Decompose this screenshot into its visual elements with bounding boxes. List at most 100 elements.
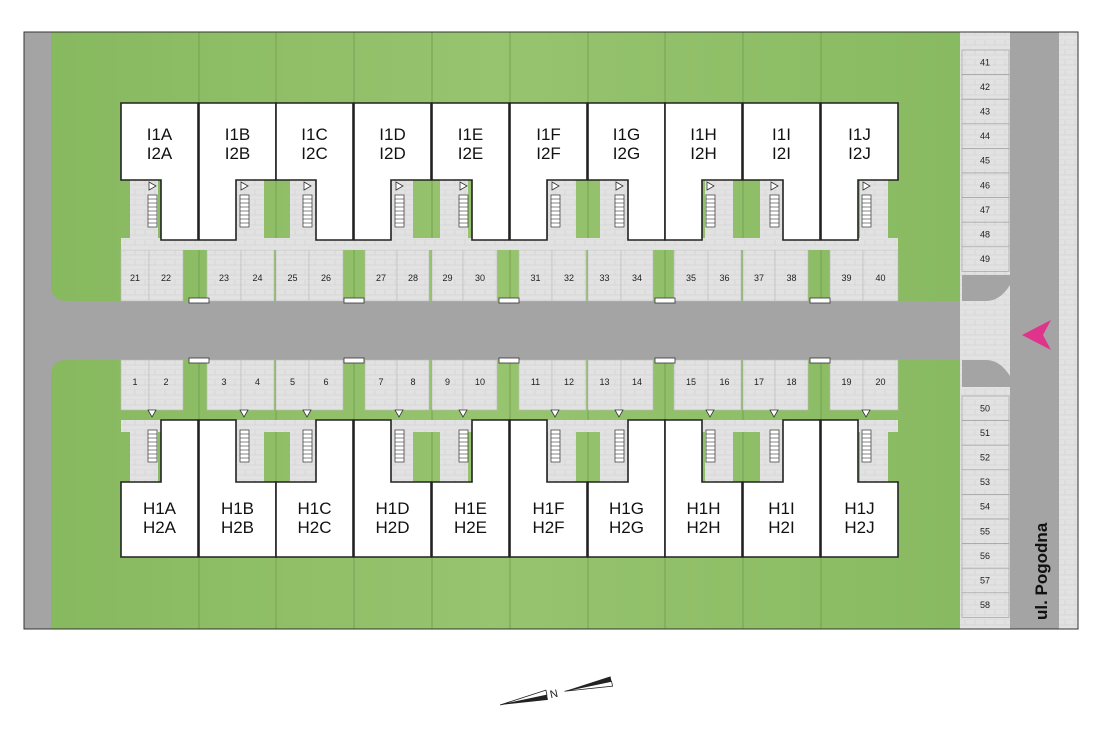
parking-spot: [396, 359, 430, 411]
unit-lower-label: H2A: [143, 518, 177, 537]
unit-upper-label: H1E: [454, 499, 487, 518]
north-arrow-icon: N: [499, 676, 614, 706]
unit-lower-label: H2E: [454, 518, 487, 537]
side-parking-spot: [961, 543, 1010, 569]
parking-spot: [120, 249, 150, 302]
stairs-icon: [769, 194, 780, 228]
parking-spot-number: 29: [442, 273, 452, 283]
side-parking-spot: [961, 74, 1010, 100]
stairs-icon: [394, 194, 405, 228]
side-parking-number: 50: [980, 403, 990, 413]
side-parking-number: 43: [980, 107, 990, 117]
side-parking-spot: [961, 395, 1010, 421]
parking-spot-number: 3: [221, 377, 226, 387]
side-parking-spot: [961, 592, 1010, 618]
parking-spot-number: 26: [321, 273, 331, 283]
door-triangle-icon: [551, 181, 560, 191]
side-parking-number: 42: [980, 82, 990, 92]
stairs-icon: [705, 429, 716, 463]
parking-spot-number: 15: [686, 377, 696, 387]
bin-enclosures: [188, 297, 831, 364]
parking-spot-number: 16: [719, 377, 729, 387]
parking-spot: [587, 249, 622, 302]
side-parking-spot: [961, 494, 1010, 520]
unit-upper-label: H1D: [375, 499, 409, 518]
unit-upper-label: H1I: [768, 499, 794, 518]
main-road: [51, 285, 1010, 376]
parking-spot: [308, 249, 344, 302]
parking-spot-number: 33: [599, 273, 609, 283]
door-triangle-icon: [148, 181, 157, 191]
parking-spot: [862, 359, 899, 411]
parking-spot: [518, 249, 553, 302]
bin-enclosure: [188, 297, 210, 304]
door-triangle-icon: [705, 409, 715, 418]
road-corner-top: [962, 275, 1010, 301]
unit-upper-label: I1G: [613, 125, 640, 144]
door-triangle-icon: [303, 181, 312, 191]
door-triangle-icon: [147, 409, 157, 418]
street-label: ul. Pogodna: [1032, 522, 1051, 620]
unit-lower-label: I2H: [690, 144, 716, 163]
parking-spot: [742, 359, 776, 411]
stairs-icon: [550, 194, 561, 228]
door-triangle-icon: [458, 409, 468, 418]
door-triangle-icon: [395, 181, 404, 191]
north-label: N: [549, 688, 559, 701]
parking-spot-number: 2: [163, 377, 168, 387]
stairs-icon: [705, 194, 716, 228]
side-parking-number: 48: [980, 230, 990, 240]
stairs-icon: [302, 194, 313, 228]
side-parking-number: 55: [980, 526, 990, 536]
parking-spot: [774, 249, 809, 302]
unit-upper-label: H1C: [297, 499, 331, 518]
parking-spot-number: 25: [287, 273, 297, 283]
side-parking-spot: [961, 246, 1010, 272]
parking-spot: [364, 249, 398, 302]
pink-arrow-icon[interactable]: [1022, 320, 1051, 350]
unit-lower-label: I2C: [301, 144, 327, 163]
parking-spot: [148, 249, 184, 302]
stairs-icon: [769, 429, 780, 463]
stairs-icon: [394, 429, 405, 463]
parking-spot: [518, 359, 553, 411]
side-parking-number: 52: [980, 453, 990, 463]
left-road: [24, 32, 51, 629]
door-triangle-icon: [615, 181, 624, 191]
unit-upper-label: I1C: [301, 125, 327, 144]
stairs-icon: [239, 194, 250, 228]
unit-upper-label: H1A: [143, 499, 177, 518]
side-parking-spot: [961, 567, 1010, 594]
unit-upper-label: H1F: [532, 499, 564, 518]
parking-spot: [587, 359, 622, 411]
parking-spot: [462, 249, 498, 302]
parking-spot-number: 14: [632, 377, 642, 387]
unit-upper-label: I1D: [379, 125, 405, 144]
unit-lower-label: H2D: [375, 518, 409, 537]
unit-upper-label: I1I: [772, 125, 791, 144]
door-triangle-icon: [394, 409, 404, 418]
side-parking-number: 44: [980, 131, 990, 141]
bin-enclosure: [498, 357, 520, 364]
parking-spot-number: 36: [719, 273, 729, 283]
